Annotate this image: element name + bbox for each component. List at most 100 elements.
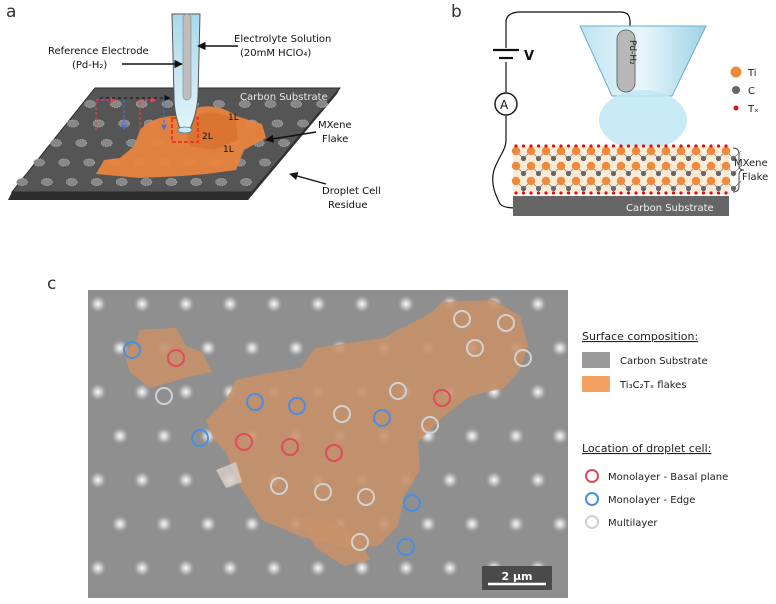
sem-residue-spot — [551, 515, 569, 533]
substrate-right-edge — [248, 88, 340, 200]
droplet-marker-edge — [288, 397, 306, 415]
sem-residue-spot — [529, 295, 547, 313]
mxene-lattice — [511, 144, 742, 195]
substrate-edge — [8, 192, 252, 200]
droplet-marker-edge — [123, 341, 141, 359]
droplet-marker-basal — [325, 444, 343, 462]
tx-atom — [649, 191, 653, 195]
droplet-marker-multilayer — [333, 405, 351, 423]
layer-1l-bottom-label: 1L — [223, 145, 234, 155]
ti-atom — [616, 161, 626, 171]
tx-atom — [671, 191, 676, 195]
ti-atom — [706, 176, 716, 186]
droplet-marker-basal — [433, 389, 451, 407]
c-atom — [700, 155, 707, 162]
sem-residue-spot — [133, 559, 151, 577]
sem-residue-spot — [287, 339, 305, 357]
sem-residue-spot — [353, 559, 371, 577]
ti-atom — [721, 176, 731, 186]
substrate-residue-dot — [213, 100, 225, 108]
substrate-residue-dot — [297, 119, 309, 128]
tx-atom — [581, 144, 586, 148]
c-atom — [640, 185, 647, 192]
tx-atom — [634, 144, 638, 148]
tx-atom — [724, 144, 728, 148]
substrate-residue-dot — [75, 139, 88, 147]
sem-residue-spot — [133, 383, 151, 401]
mxene-flake-label-b-1: MXene — [734, 158, 768, 169]
legend-label-carbon: Carbon Substrate — [620, 356, 708, 367]
panel-b-letter: b — [451, 2, 462, 22]
droplet-marker-edge — [246, 393, 264, 411]
sem-residue-spot — [441, 471, 459, 489]
tx-atom — [551, 144, 556, 148]
electrolyte-label: Electrolyte Solution — [234, 34, 331, 45]
ti-atom — [691, 146, 701, 156]
sem-residue-spot — [419, 515, 437, 533]
substrate-residue-dot — [190, 178, 202, 186]
droplet-marker-multilayer — [466, 339, 484, 357]
tx-atom — [626, 144, 631, 148]
substrate-residue-dot — [90, 178, 103, 186]
ti-atom — [511, 176, 521, 186]
mxene-flake-label-1: MXene — [318, 120, 352, 131]
tx-atom — [679, 191, 683, 195]
ti-atom — [511, 161, 521, 171]
sem-residue-spot — [89, 383, 107, 401]
ti-atom — [601, 146, 611, 156]
sem-residue-spot — [507, 515, 525, 533]
legend-title-location: Location of droplet cell: — [582, 442, 711, 455]
c-atom — [535, 185, 542, 192]
droplet-marker-multilayer — [453, 310, 471, 328]
ti-atom — [586, 161, 596, 171]
c-atom — [640, 170, 647, 177]
tx-atom — [581, 191, 586, 195]
substrate-residue-dot — [110, 100, 122, 108]
tx-atom — [664, 191, 668, 195]
c-atom — [595, 170, 602, 177]
tx-atom — [536, 144, 541, 148]
sem-residue-spot — [199, 339, 217, 357]
substrate-residue-dot — [33, 158, 45, 167]
ti-atom — [571, 161, 581, 171]
substrate-residue-dot — [66, 178, 78, 186]
c-atom — [595, 155, 602, 162]
ti-atom — [721, 161, 731, 171]
scale-bar-box — [482, 566, 552, 590]
ti-atom — [586, 146, 596, 156]
droplet-marker-basal — [235, 433, 253, 451]
tx-atom — [574, 191, 578, 195]
c-atom — [595, 185, 602, 192]
tx-atom — [709, 144, 713, 148]
sem-residue-spot — [221, 295, 239, 313]
sem-residue-spot — [133, 471, 151, 489]
ti-atom — [676, 176, 686, 186]
sem-residue-spot — [111, 427, 129, 445]
mxene-flake-label-2: Flake — [322, 134, 348, 145]
c-atom — [610, 155, 617, 162]
pipette-cone — [579, 25, 707, 97]
tx-atom — [596, 191, 601, 195]
tx-atom — [611, 191, 616, 195]
c-atom — [685, 185, 692, 192]
sem-residue-spot — [309, 559, 327, 577]
substrate-residue-dot — [271, 119, 284, 128]
sem-residue-spot — [463, 515, 481, 533]
substrate-residue-dot — [16, 178, 28, 186]
tx-atom — [641, 191, 646, 195]
ti-atom — [616, 176, 626, 186]
panel-c-legend: Surface composition: Carbon Substrate Ti… — [582, 330, 728, 529]
substrate-residue-dot — [58, 158, 70, 167]
reference-electrode-formula: (Pd-H₂) — [72, 60, 107, 71]
sem-residue-spot — [177, 471, 195, 489]
carbon-substrate-label-b: Carbon Substrate — [626, 203, 714, 214]
tx-atom — [686, 144, 691, 148]
c-atom — [640, 155, 647, 162]
c-atom — [610, 185, 617, 192]
ti-atom — [721, 146, 731, 156]
substrate-residue-dot — [290, 100, 303, 108]
ti-atom — [676, 146, 686, 156]
substrate-residue-dot — [259, 158, 271, 167]
droplet-residue-label-2: Residue — [328, 200, 367, 211]
